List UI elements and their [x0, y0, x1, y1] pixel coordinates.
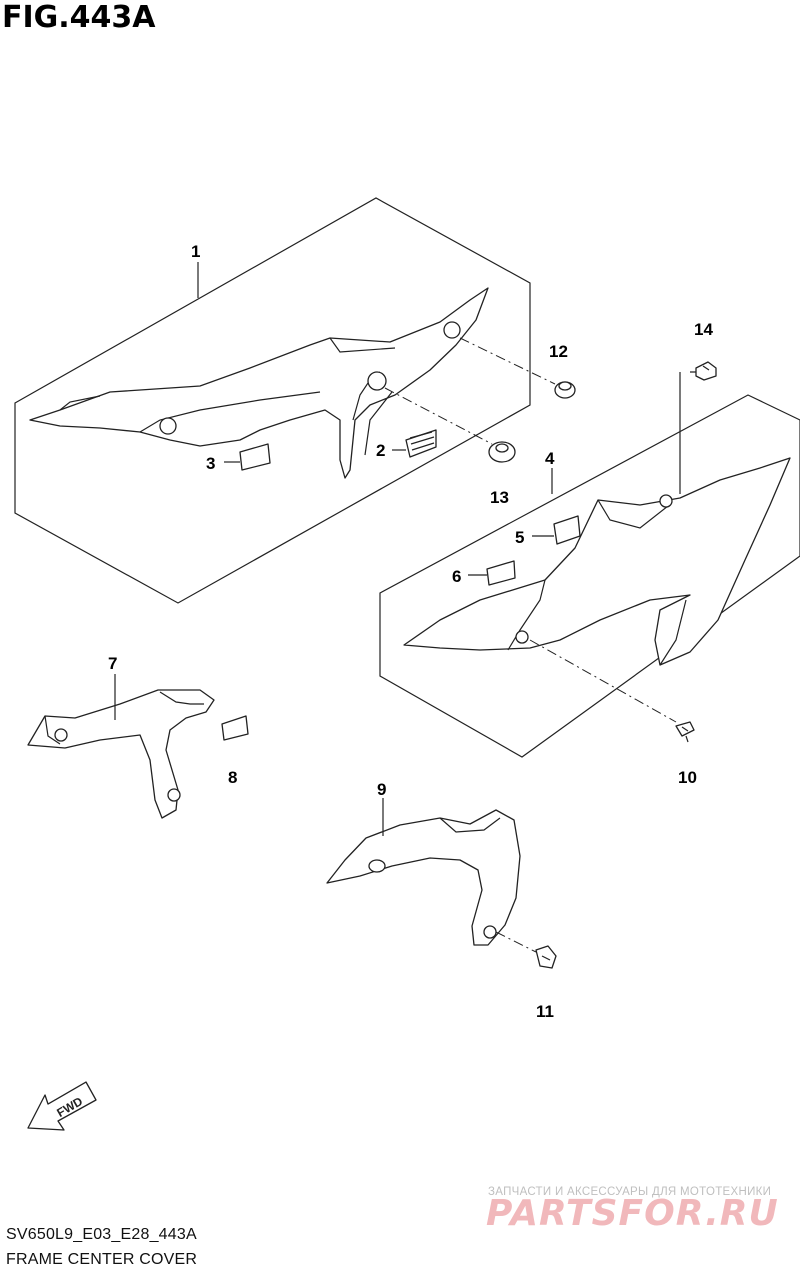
- part-7-cover[interactable]: [27, 689, 215, 819]
- part-8-pad[interactable]: [221, 715, 249, 741]
- part-2-label-plate[interactable]: [405, 429, 437, 458]
- watermark-logo: PARTSFOR.RU: [486, 1193, 779, 1234]
- figure-title: FIG.443A: [2, 0, 156, 35]
- part-5-pad[interactable]: [553, 515, 581, 545]
- part-9-cover[interactable]: [326, 809, 521, 946]
- part-4-side-cover[interactable]: [403, 457, 791, 666]
- dashline-12: [459, 337, 556, 385]
- part-10-screw[interactable]: [675, 721, 695, 743]
- callout-7: 7: [108, 654, 117, 673]
- callout-14: 14: [694, 320, 713, 339]
- callout-12: 12: [549, 342, 568, 361]
- callout-8: 8: [228, 768, 237, 787]
- callout-5: 5: [515, 528, 524, 547]
- part-14-screw[interactable]: [690, 361, 717, 381]
- callout-4: 4: [545, 449, 555, 468]
- part-11-screw[interactable]: [535, 945, 557, 969]
- dashline-13: [384, 387, 493, 445]
- watermark-tagline: ЗАПЧАСТИ И АКСЕССУАРЫ ДЛЯ МОТОТЕХНИКИ: [488, 1186, 772, 1198]
- part-3-pad[interactable]: [239, 443, 271, 471]
- callout-11: 11: [536, 1002, 554, 1021]
- callout-3: 3: [206, 454, 215, 473]
- callout-10: 10: [678, 768, 697, 787]
- group-box-upper: [14, 197, 531, 604]
- fwd-arrow-icon: FWD: [27, 1081, 97, 1131]
- callout-9: 9: [377, 780, 386, 799]
- group-box-right: [379, 394, 800, 758]
- part-12-grommet[interactable]: [554, 381, 576, 399]
- callout-1: 1: [191, 242, 200, 261]
- dashline-11: [495, 931, 537, 953]
- callout-13: 13: [490, 488, 509, 507]
- dashline-10: [529, 639, 677, 723]
- part-1-frame-cover[interactable]: [29, 287, 489, 479]
- figure-caption: FRAME CENTER COVER: [6, 1251, 198, 1268]
- part-6-pad[interactable]: [486, 560, 516, 586]
- callout-2: 2: [376, 441, 385, 460]
- figure-code: SV650L9_E03_E28_443A: [6, 1226, 197, 1243]
- callout-6: 6: [452, 567, 461, 586]
- part-13-grommet[interactable]: [488, 441, 516, 463]
